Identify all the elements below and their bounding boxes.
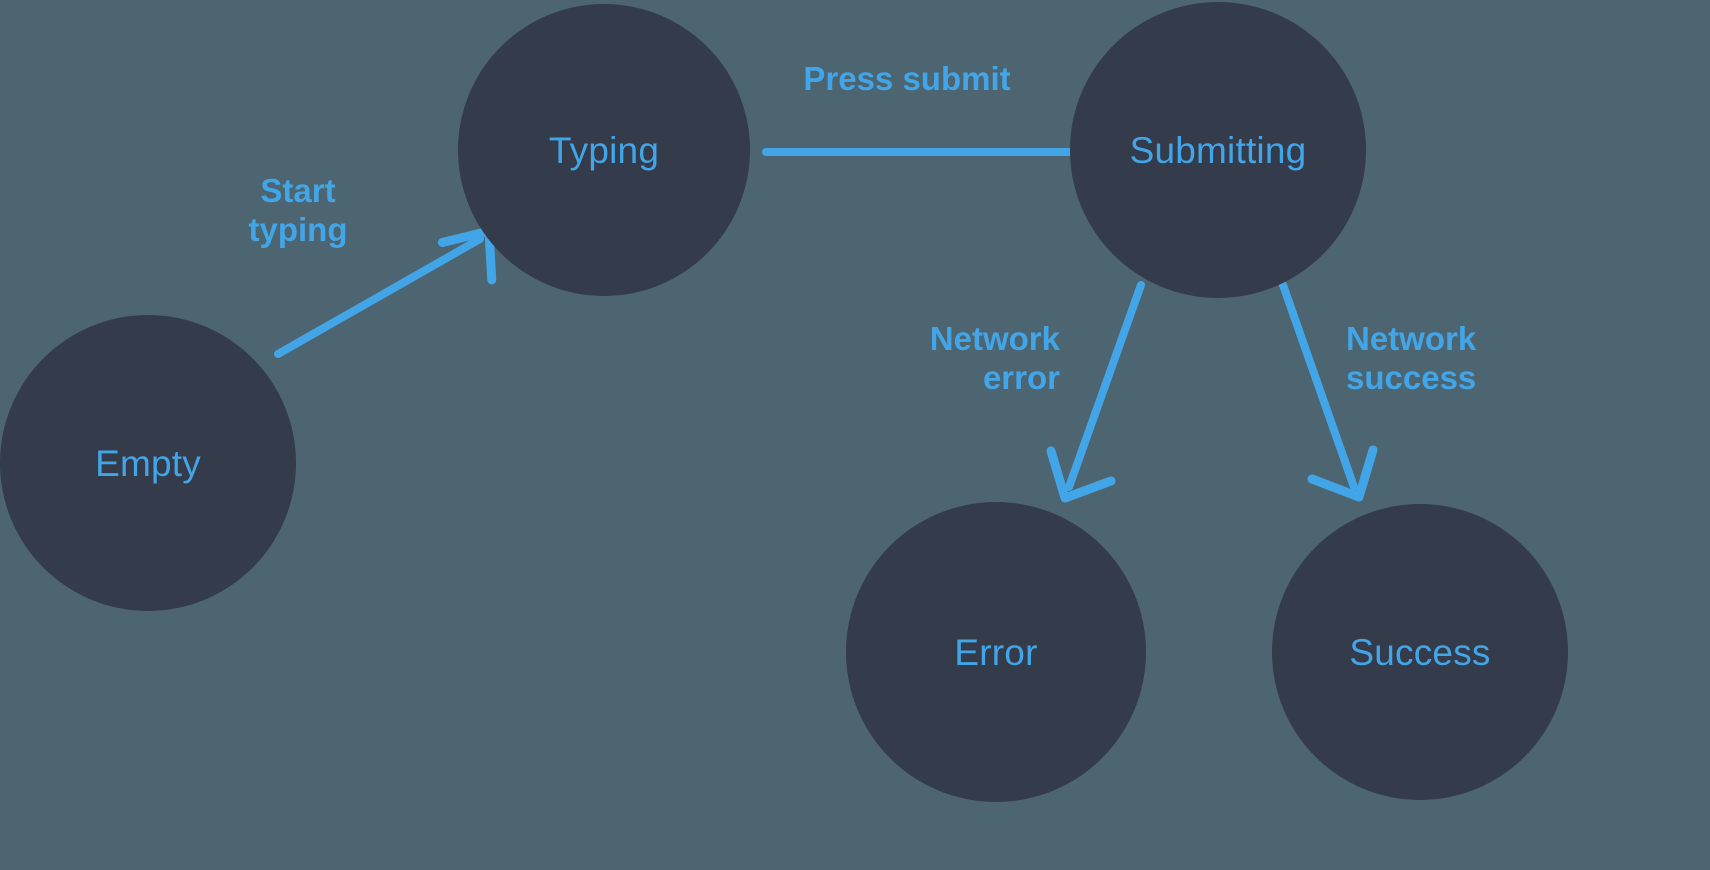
state-node-typing-label: Typing: [548, 129, 660, 171]
state-node-submitting-label: Submitting: [1129, 129, 1307, 171]
state-node-success[interactable]: Success: [1272, 504, 1568, 800]
state-node-error-label: Error: [954, 631, 1038, 673]
state-node-empty-label: Empty: [95, 442, 201, 484]
edge-label-network-error: Network error: [929, 320, 1060, 396]
state-node-typing[interactable]: Typing: [458, 4, 750, 296]
edge-submitting-to-error: [1046, 281, 1145, 503]
state-node-error[interactable]: Error: [846, 502, 1146, 802]
edge-label-start-typing: Start typing: [248, 172, 348, 248]
state-node-success-label: Success: [1349, 631, 1491, 673]
edge-label-press-submit: Press submit: [803, 60, 1011, 97]
state-node-empty[interactable]: Empty: [0, 315, 296, 611]
state-node-submitting[interactable]: Submitting: [1070, 2, 1366, 298]
edge-label-network-success: Network success: [1346, 320, 1477, 396]
